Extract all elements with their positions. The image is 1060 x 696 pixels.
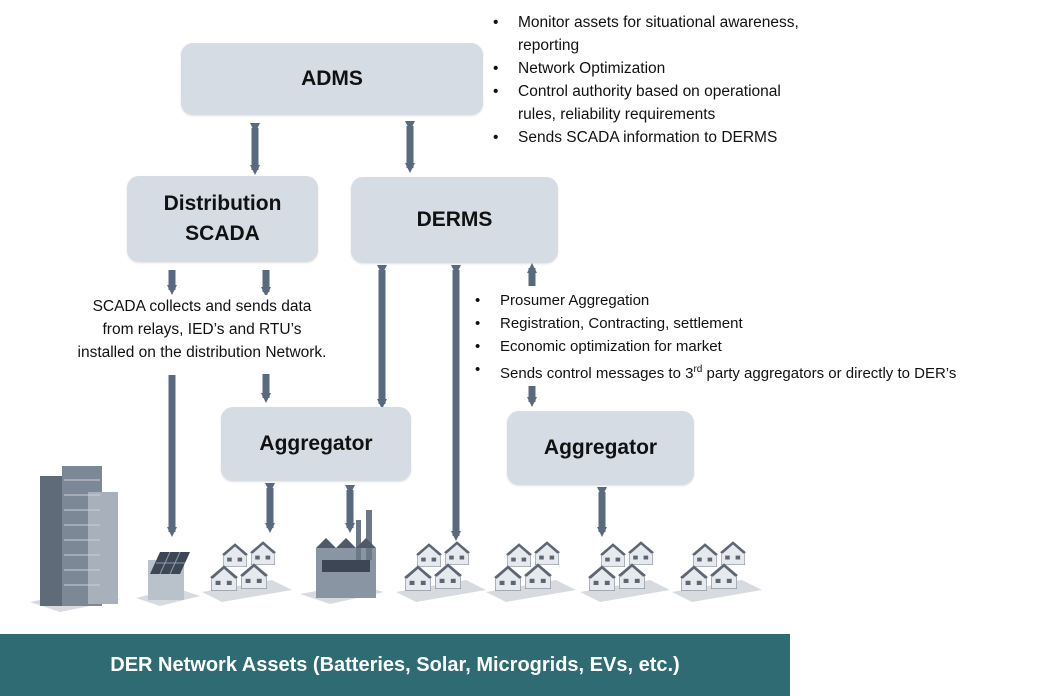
- der-assets-banner: DER Network Assets (Batteries, Solar, Mi…: [0, 634, 790, 696]
- distribution-scada-box: Distribution SCADA: [127, 176, 318, 262]
- derms-note-4: Sends control messages to 3rd party aggr…: [475, 358, 1060, 385]
- solar-panel-icon: [136, 551, 200, 606]
- adms-note-4-text: Sends SCADA information to DERMS: [518, 129, 778, 146]
- adms-note-1-line2: reporting: [518, 37, 580, 54]
- adms-note-2: Network Optimization: [493, 57, 898, 80]
- factory-icon: [300, 510, 384, 604]
- adms-note-4: Sends SCADA information to DERMS: [493, 126, 898, 149]
- aggregator-right-box: Aggregator: [507, 411, 694, 485]
- aggregator-left-label: Aggregator: [259, 432, 373, 455]
- adms-box: ADMS: [181, 43, 483, 115]
- aggregator-left-box: Aggregator: [221, 407, 411, 481]
- scada-caption: SCADA collects and sends data from relay…: [52, 295, 352, 364]
- adms-note-1-line1: Monitor assets for situational awareness…: [518, 14, 799, 31]
- derms-note-3-text: Economic optimization for market: [500, 338, 722, 355]
- derms-note-4-before: Sends control messages to 3: [500, 365, 694, 382]
- adms-notes-list: Monitor assets for situational awareness…: [484, 11, 898, 149]
- office-towers-icon: [30, 466, 120, 612]
- adms-note-2-text: Network Optimization: [518, 60, 666, 77]
- houses-icon-1: [202, 541, 292, 602]
- houses-icon-3: [486, 541, 576, 602]
- houses-icon-5: [672, 541, 762, 602]
- scada-label-line2: SCADA: [185, 222, 260, 245]
- derms-notes-list: Prosumer Aggregation Registration, Contr…: [466, 289, 1060, 385]
- aggregator-right-label: Aggregator: [543, 436, 658, 459]
- derms-note-4-sup: rd: [693, 364, 703, 375]
- banner-text: DER Network Assets (Batteries, Solar, Mi…: [110, 653, 680, 676]
- scada-caption-line2: from relays, IED’s and RTU’s: [102, 321, 302, 338]
- derms-note-2: Registration, Contracting, settlement: [475, 312, 1060, 335]
- adms-note-3-line2: rules, reliability requirements: [518, 106, 716, 123]
- scada-caption-line1: SCADA collects and sends data: [92, 298, 312, 315]
- derms-note-1-text: Prosumer Aggregation: [500, 292, 650, 309]
- adms-note-1: Monitor assets for situational awareness…: [493, 11, 898, 57]
- houses-icon-2: [396, 541, 486, 602]
- houses-icon-4: [580, 541, 670, 602]
- adms-label: ADMS: [301, 67, 363, 90]
- derms-note-1: Prosumer Aggregation: [475, 289, 1060, 312]
- derms-box: DERMS: [351, 177, 558, 263]
- derms-note-4-after: party aggregators or directly to DER’s: [702, 365, 957, 382]
- scada-caption-line3: installed on the distribution Network.: [77, 344, 327, 361]
- derms-note-2-text: Registration, Contracting, settlement: [500, 315, 743, 332]
- derms-note-3: Economic optimization for market: [475, 335, 1060, 358]
- adms-note-3-line1: Control authority based on operational: [518, 83, 781, 100]
- scada-label-line1: Distribution: [163, 192, 282, 215]
- adms-note-3: Control authority based on operational ru…: [493, 80, 898, 126]
- derms-label: DERMS: [416, 208, 493, 231]
